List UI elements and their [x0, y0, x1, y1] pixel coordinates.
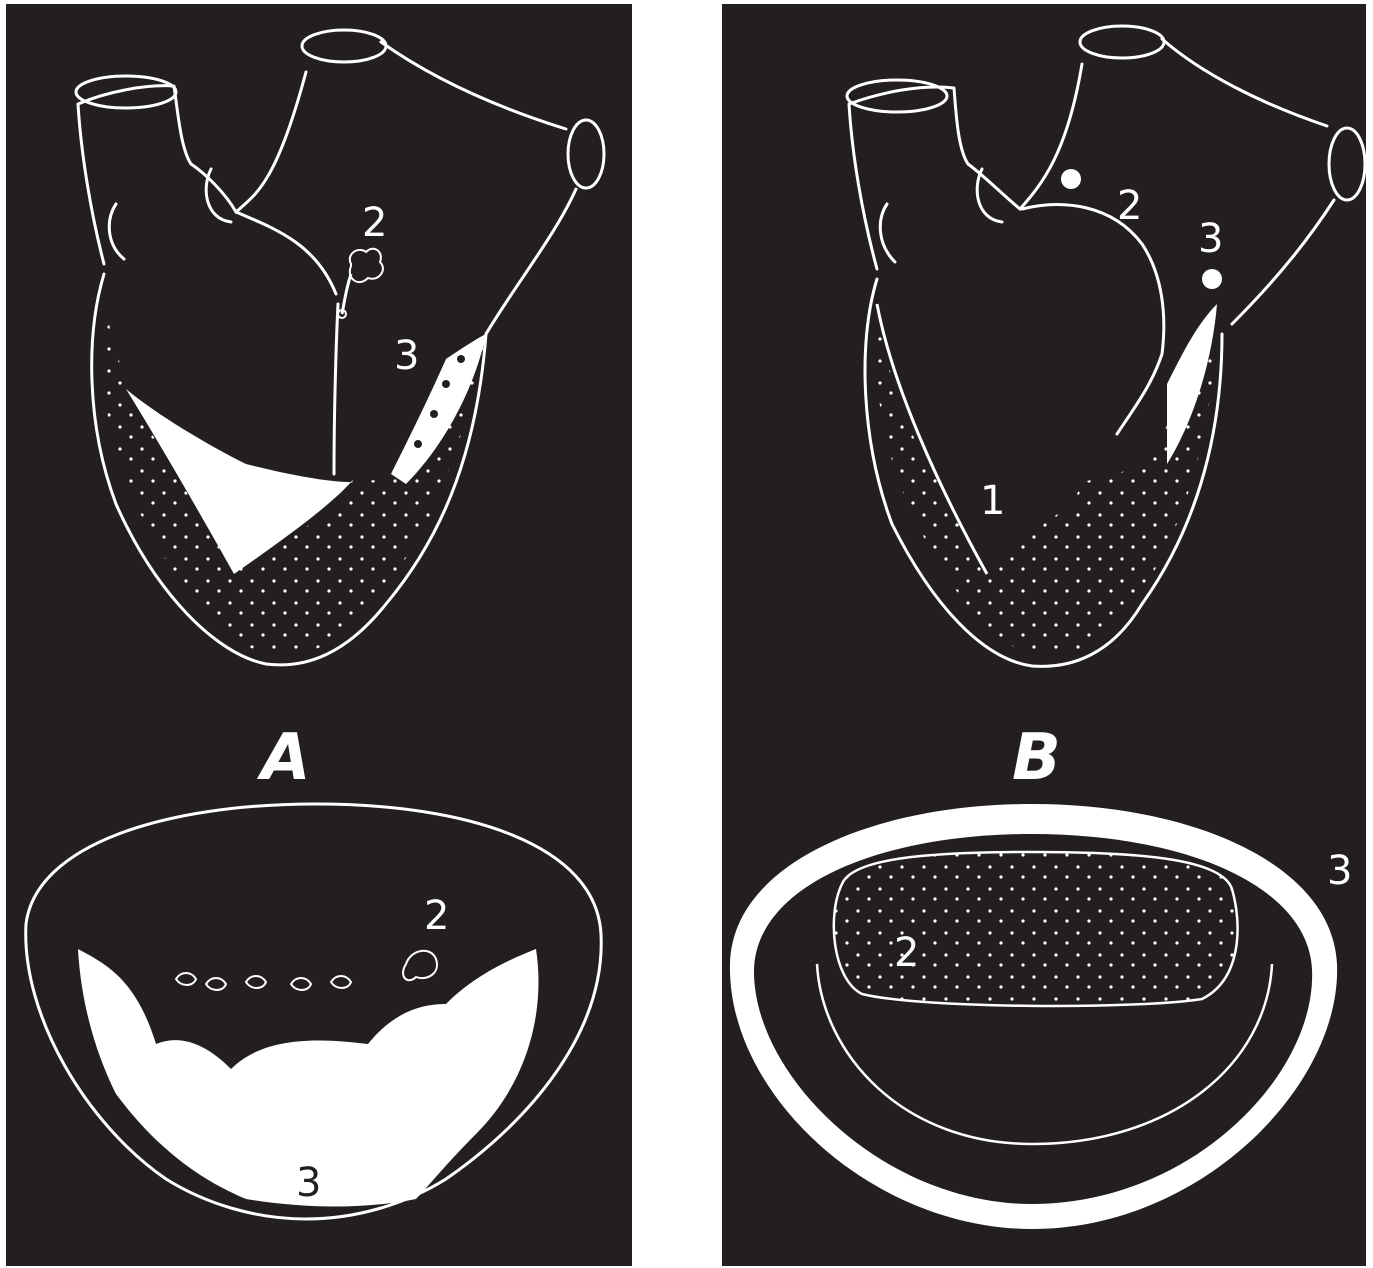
suture-knot-top [1061, 169, 1081, 189]
section-label-2-b: 2 [894, 930, 919, 976]
section-label-2: 2 [424, 893, 449, 939]
pulmonary-opening [302, 30, 386, 62]
section-label-3: 3 [296, 1160, 321, 1206]
aorta-outline [78, 86, 236, 264]
panel-b: 1 2 3 B 2 3 [722, 4, 1366, 1266]
atrium-outline [236, 72, 306, 212]
label-2: 2 [362, 200, 387, 246]
label-2-b: 2 [1117, 183, 1142, 229]
section-label-3-b: 3 [1327, 848, 1352, 894]
label-1: 1 [238, 498, 263, 544]
label-3: 3 [394, 333, 419, 379]
lesion-2 [350, 249, 383, 282]
panel-a: 1 2 3 A 2 3 [6, 4, 632, 1266]
label-1-b: 1 [980, 478, 1005, 524]
panel-a-drawing: 1 2 3 A 2 3 [6, 4, 632, 1266]
vein-opening [568, 120, 604, 188]
panel-letter-b: B [1012, 721, 1061, 795]
suture-knot [1202, 269, 1222, 289]
patch-2 [834, 852, 1238, 1006]
myocardium-dotted-b [875, 304, 1217, 655]
aorta-opening [76, 76, 176, 108]
label-3-b: 3 [1198, 216, 1223, 262]
panel-b-drawing: 1 2 3 B 2 3 [722, 4, 1366, 1266]
panel-letter-a: A [256, 721, 311, 795]
lesion-2-section [403, 951, 437, 980]
